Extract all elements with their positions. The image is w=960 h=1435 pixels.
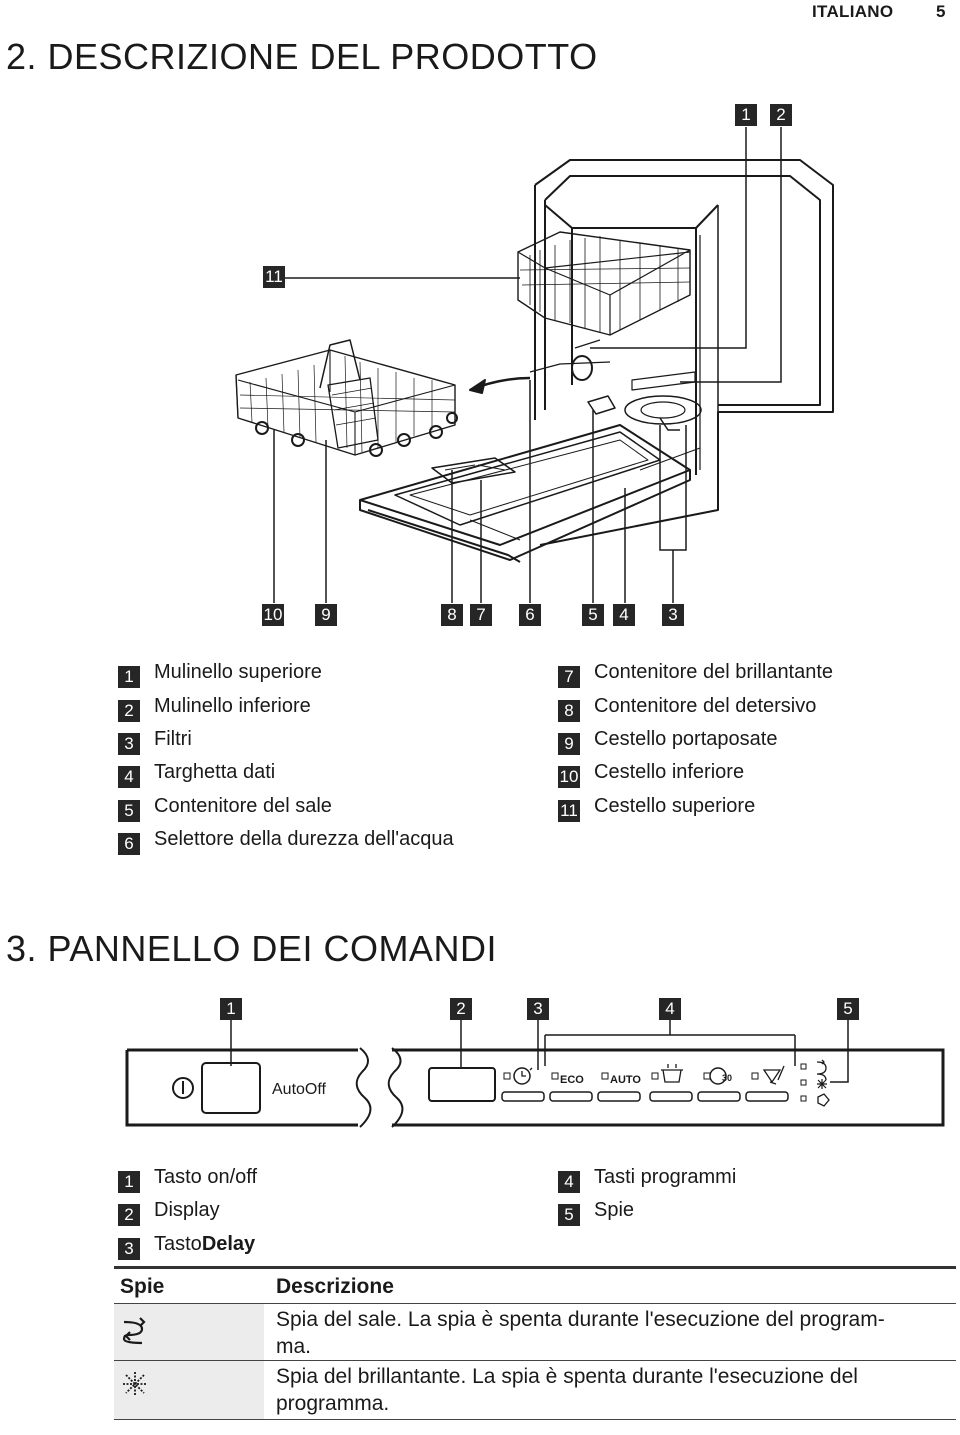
legend-item: 1 Mulinello superiore xyxy=(118,660,322,688)
callout-7: 7 xyxy=(470,604,492,626)
legend-badge: 1 xyxy=(118,1171,140,1193)
legend-badge: 6 xyxy=(118,833,140,855)
legend-item: 11 Cestello superiore xyxy=(558,794,755,822)
legend-badge: 5 xyxy=(118,800,140,822)
legend-badge: 10 xyxy=(558,766,580,788)
legend-item: 3 TastoDelay xyxy=(118,1232,255,1260)
legend-text: Spie xyxy=(594,1199,635,1221)
row-description: Spia del sale. La spia è spenta durante … xyxy=(276,1306,885,1360)
callout-6: 6 xyxy=(519,604,541,626)
legend-badge: 4 xyxy=(558,1171,580,1193)
legend-text: Cestello inferiore xyxy=(594,761,745,783)
section-title-product-description: 2. DESCRIZIONE DEL PRODOTTO xyxy=(6,36,598,77)
legend-badge: 7 xyxy=(558,666,580,688)
legend-item: 7 Contenitore del brillantante xyxy=(558,660,833,688)
legend-text: Contenitore del brillantante xyxy=(594,661,834,683)
salt-indicator-icon xyxy=(122,1317,146,1345)
rinse-aid-indicator-icon xyxy=(123,1372,147,1396)
table-row: Spia del sale. La spia è spenta durante … xyxy=(114,1303,956,1360)
legend-text: Tasto xyxy=(154,1233,202,1255)
legend-item: 2 Display xyxy=(118,1198,220,1226)
legend-text: Targhetta dati xyxy=(154,761,276,783)
page-number: 5 xyxy=(936,2,946,21)
dishwasher-illustration xyxy=(235,127,834,603)
legend-badge: 2 xyxy=(118,700,140,722)
legend-text: Contenitore del detersivo xyxy=(594,695,817,717)
header-language: ITALIANO xyxy=(812,2,894,21)
legend-item: 5 Spie xyxy=(558,1198,634,1226)
column-header-spie: Spie xyxy=(120,1275,165,1298)
callout-2: 2 xyxy=(770,104,792,126)
legend-item: 4 Targhetta dati xyxy=(118,760,275,788)
program-30-label: 30 xyxy=(722,1073,732,1083)
callout-9: 9 xyxy=(315,604,337,626)
legend-badge: 2 xyxy=(118,1204,140,1226)
legend-badge: 1 xyxy=(118,666,140,688)
legend-badge: 4 xyxy=(118,766,140,788)
description-line-1: Spia del brillantante. La spia è spenta … xyxy=(276,1365,858,1388)
legend-item: 3 Filtri xyxy=(118,727,192,755)
callout-1: 1 xyxy=(735,104,757,126)
legend-text: Mulinello superiore xyxy=(154,661,322,683)
legend-badge: 5 xyxy=(558,1204,580,1226)
legend-text: Cestello portaposate xyxy=(594,728,778,750)
legend-text: Tasto on/off xyxy=(154,1166,258,1188)
legend-badge: 8 xyxy=(558,700,580,722)
callout-11: 11 xyxy=(263,266,285,288)
legend-item: 5 Contenitore del sale xyxy=(118,794,332,822)
legend-badge: 11 xyxy=(558,800,580,822)
panel-callout-3: 3 xyxy=(527,998,549,1020)
description-line-1: Spia del sale. La spia è spenta durante … xyxy=(276,1308,885,1331)
legend-item: 2 Mulinello inferiore xyxy=(118,694,311,722)
callout-10: 10 xyxy=(262,604,284,626)
legend-text: Display xyxy=(154,1199,220,1221)
legend-text: Filtri xyxy=(154,728,192,750)
description-line-2: programma. xyxy=(276,1392,390,1415)
legend-text: Cestello superiore xyxy=(594,795,756,817)
row-description: Spia del brillantante. La spia è spenta … xyxy=(276,1363,858,1417)
legend-badge: 9 xyxy=(558,733,580,755)
icon-cell xyxy=(114,1304,264,1360)
auto-label: AUTO xyxy=(610,1074,641,1086)
legend-text: Tasti programmi xyxy=(594,1166,737,1188)
legend-text: Selettore della durezza dell'acqua xyxy=(154,828,454,850)
section-title-control-panel: 3. PANNELLO DEI COMANDI xyxy=(6,928,497,969)
legend-text-bold: Delay xyxy=(201,1233,256,1255)
legend-text: Mulinello inferiore xyxy=(154,695,311,717)
legend-item: 4 Tasti programmi xyxy=(558,1165,736,1193)
control-panel-illustration: AutoOff ECO AUTO 30 xyxy=(125,1020,945,1128)
legend-item: 8 Contenitore del detersivo xyxy=(558,694,816,722)
column-header-descrizione: Descrizione xyxy=(276,1275,394,1298)
legend-badge: 3 xyxy=(118,1238,140,1260)
table-header: Spie Descrizione xyxy=(114,1266,956,1303)
indicator-table: Spie Descrizione Spia del sale. La spia … xyxy=(114,1266,956,1420)
legend-item: 10 Cestello inferiore xyxy=(558,760,744,788)
legend-item: 1 Tasto on/off xyxy=(118,1165,257,1193)
panel-callout-5: 5 xyxy=(837,998,859,1020)
panel-callout-1: 1 xyxy=(220,998,242,1020)
autooff-label: AutoOff xyxy=(272,1081,327,1098)
callout-4: 4 xyxy=(613,604,635,626)
panel-callout-4: 4 xyxy=(659,998,681,1020)
eco-label: ECO xyxy=(560,1074,584,1086)
callout-8: 8 xyxy=(441,604,463,626)
legend-text: Contenitore del sale xyxy=(154,795,332,817)
table-row: Spia del brillantante. La spia è spenta … xyxy=(114,1360,956,1420)
legend-badge: 3 xyxy=(118,733,140,755)
description-line-2: ma. xyxy=(276,1335,312,1358)
legend-item: 6 Selettore della durezza dell'acqua xyxy=(118,827,454,855)
panel-callout-2: 2 xyxy=(450,998,472,1020)
legend-item: 9 Cestello portaposate xyxy=(558,727,777,755)
callout-5: 5 xyxy=(582,604,604,626)
icon-cell xyxy=(114,1361,264,1419)
callout-3: 3 xyxy=(662,604,684,626)
